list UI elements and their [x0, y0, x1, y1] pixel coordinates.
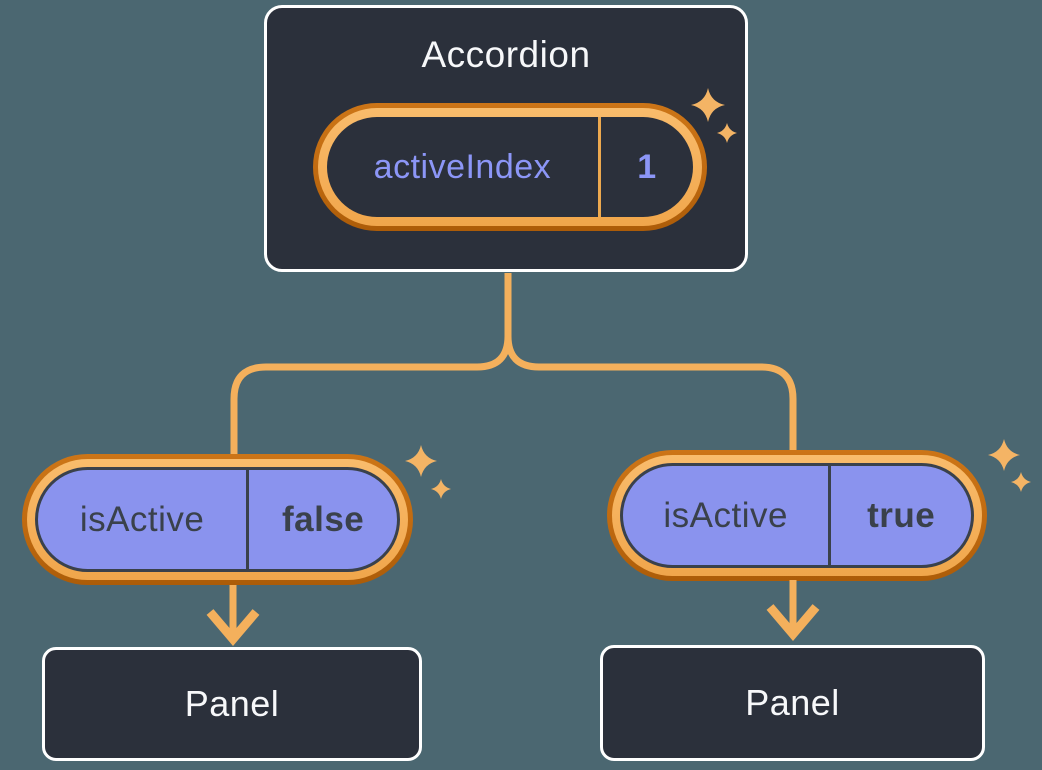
sparkles-prop-right	[988, 439, 1031, 492]
prop-pill-right-glow-ring: isActive true	[612, 455, 982, 576]
prop-left-value: false	[281, 499, 365, 539]
arrow-left	[206, 585, 260, 646]
prop-pill-left: isActive false	[22, 454, 413, 585]
sparkle-icon	[405, 445, 437, 477]
pill-divider	[828, 466, 832, 565]
arrow-down-icon	[206, 609, 260, 646]
pill-divider	[597, 117, 601, 217]
state-name: activeIndex	[373, 147, 552, 186]
pill-divider	[246, 470, 250, 569]
prop-pill-right: isActive true	[607, 450, 987, 581]
prop-pill-left-body: isActive false	[35, 467, 400, 572]
prop-right-value: true	[867, 495, 936, 535]
state-pill: activeIndex 1	[313, 103, 707, 231]
accordion-title: Accordion	[421, 34, 591, 75]
panel-left-label: Panel	[184, 683, 280, 724]
state-value: 1	[637, 147, 657, 186]
arrow-down-icon	[766, 604, 820, 641]
sparkle-icon	[988, 439, 1020, 471]
sparkles-prop-left	[405, 445, 451, 499]
connector-fork	[230, 273, 797, 454]
arrow-right	[766, 580, 820, 641]
prop-left-name: isActive	[79, 499, 205, 539]
accordion-node: Accordion activeIndex 1	[264, 5, 748, 272]
panel-right-label: Panel	[745, 682, 840, 723]
sparkle-icon	[1011, 472, 1031, 492]
sparkle-icon	[431, 479, 451, 499]
state-pill-body: activeIndex 1	[327, 117, 693, 217]
connector-left	[230, 273, 512, 454]
prop-pill-left-glow-ring: isActive false	[27, 459, 408, 580]
panel-node-left: Panel	[42, 647, 422, 761]
connector-right	[504, 273, 797, 450]
prop-pill-right-body: isActive true	[620, 463, 974, 568]
prop-right-name: isActive	[663, 495, 788, 535]
panel-node-right: Panel	[600, 645, 985, 761]
state-pill-glow-ring: activeIndex 1	[318, 108, 702, 226]
